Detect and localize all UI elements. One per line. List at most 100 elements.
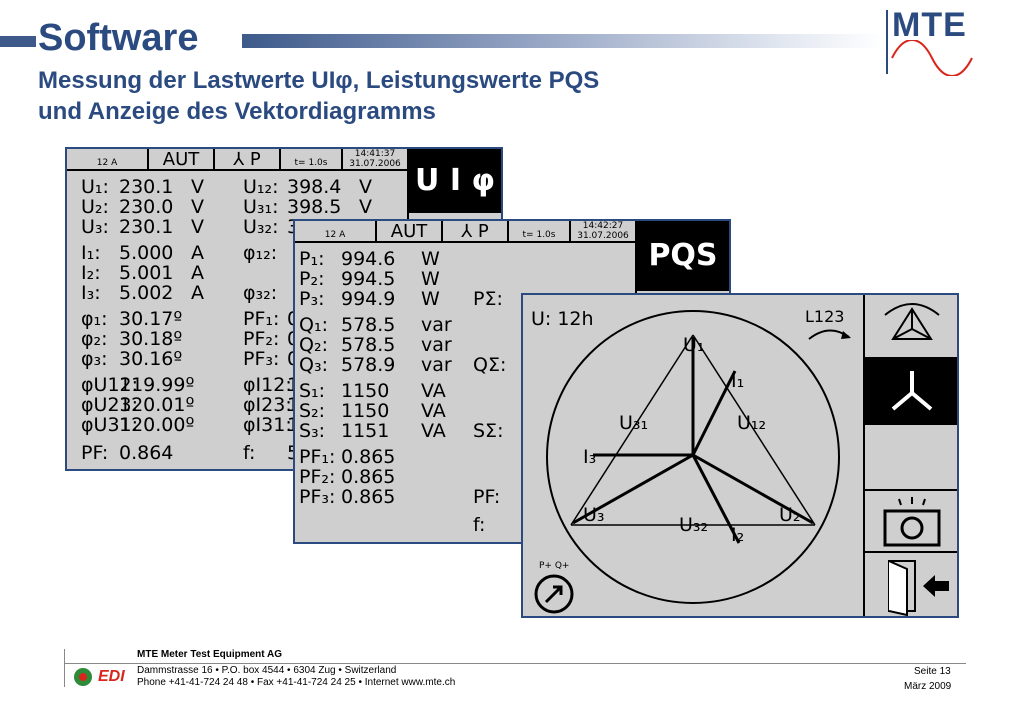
value-number: 1151	[341, 420, 390, 442]
wiring-mode: ⅄ P	[215, 149, 281, 171]
value-label: φ₁:	[81, 308, 108, 330]
value-label: f:	[473, 514, 486, 536]
mte-logo: MTE	[892, 6, 967, 44]
value-unit: A	[191, 242, 204, 264]
value-label: φ₂:	[81, 328, 108, 350]
value-unit: V	[359, 176, 372, 198]
value-label: PF₃:	[243, 348, 280, 370]
value-label: P₂:	[299, 268, 325, 290]
value-label: PF:	[473, 486, 501, 508]
footer-page: Seite 13	[914, 666, 951, 677]
value-label: U₃:	[81, 216, 109, 238]
value-unit: var	[421, 334, 452, 356]
value-label: PΣ:	[473, 288, 503, 310]
value-unit: var	[421, 354, 452, 376]
value-number: 398.4	[287, 176, 342, 198]
value-label: P₃:	[299, 288, 325, 310]
mode-auto: AUT	[149, 149, 215, 171]
label-i1: I₁	[731, 370, 745, 392]
value-number: 230.0	[119, 196, 174, 218]
label-i2: I₂	[731, 524, 745, 546]
value-label: φ₃:	[81, 348, 108, 370]
value-unit: V	[191, 176, 204, 198]
value-label: Q₁:	[299, 314, 328, 336]
value-number: 578.5	[341, 314, 396, 336]
value-label: U₁₂:	[243, 176, 279, 198]
value-unit: W	[421, 288, 440, 310]
value-unit: W	[421, 268, 440, 290]
value-number: 1150	[341, 380, 390, 402]
value-unit: A	[191, 262, 204, 284]
pqs-button[interactable]: PQS	[635, 221, 729, 291]
integration-time: t= 1.0s	[509, 221, 571, 243]
value-number: 578.9	[341, 354, 396, 376]
value-number: 578.5	[341, 334, 396, 356]
value-number: 5.001	[119, 262, 174, 284]
camera-button[interactable]	[865, 489, 957, 553]
value-label: PF₂:	[243, 328, 280, 350]
value-label: SΣ:	[473, 420, 504, 442]
value-label: φI31:	[243, 414, 292, 436]
camera-icon	[883, 497, 941, 547]
value-label: φ₁₂:	[243, 242, 278, 264]
value-label: U₂:	[81, 196, 109, 218]
label-u12: U₁₂	[737, 412, 767, 434]
label-u31: U₃₁	[619, 412, 649, 434]
value-label: φU23:	[81, 394, 139, 416]
exit-button[interactable]	[865, 553, 957, 616]
value-label: φI12:	[243, 374, 292, 396]
value-number: 0.864	[119, 442, 174, 464]
value-label: U₃₂:	[243, 216, 279, 238]
value-label: Q₂:	[299, 334, 328, 356]
value-label: S₂:	[299, 400, 326, 422]
screen-vector: U: 12h L123 U₁ I₁ U₃₁ U₁₂ I₃ U₃ U₂ U₃₂ I…	[521, 293, 959, 618]
phase-triangle-icon	[884, 303, 940, 340]
integration-time: t= 1.0s	[281, 149, 343, 171]
logo-divider	[886, 10, 888, 74]
value-number: 1150	[341, 400, 390, 422]
range-indicator: 12 A	[67, 149, 149, 171]
label-u3: U₃	[583, 504, 605, 526]
value-label: PF₂:	[299, 466, 336, 488]
value-label: φU31:	[81, 414, 139, 436]
value-label: f:	[243, 442, 256, 464]
value-unit: A	[191, 282, 204, 304]
value-label: P₁:	[299, 248, 325, 270]
value-number: 5.000	[119, 242, 174, 264]
value-unit: V	[191, 196, 204, 218]
mode-auto: AUT	[377, 221, 443, 243]
footer-divider	[64, 663, 966, 664]
footer-date: März 2009	[904, 681, 952, 692]
value-number: 5.002	[119, 282, 174, 304]
vector-star-button[interactable]	[865, 359, 957, 425]
value-label: S₁:	[299, 380, 326, 402]
slide-subtitle-2: und Anzeige des Vektordiagramms	[38, 98, 436, 125]
edi-logo: EDI	[98, 668, 125, 685]
value-number: 0.865	[341, 486, 396, 508]
label-u32: U₃₂	[679, 514, 709, 536]
phase-sequence-button[interactable]	[865, 295, 957, 359]
value-label: I₂:	[81, 262, 101, 284]
uiphi-button[interactable]: U I φ	[407, 149, 501, 213]
value-number: 398.5	[287, 196, 342, 218]
value-label: I₃:	[81, 282, 101, 304]
rotation-arrow-icon	[808, 329, 851, 340]
quadrant-arrow-icon[interactable]	[533, 573, 575, 615]
value-number: 230.1	[119, 216, 174, 238]
value-unit: VA	[421, 380, 446, 402]
value-label: S₃:	[299, 420, 326, 442]
value-label: QΣ:	[473, 354, 507, 376]
value-number: 30.17º	[119, 308, 183, 330]
value-label: φU12:	[81, 374, 139, 396]
value-number: 230.1	[119, 176, 174, 198]
pq-label: P+ Q+	[539, 561, 570, 571]
label-i3: I₃	[583, 446, 597, 468]
value-label: I₁:	[81, 242, 101, 264]
value-number: 994.6	[341, 248, 396, 270]
scale-label: U: 12h	[531, 308, 594, 330]
value-label: Q₃:	[299, 354, 328, 376]
star-vector-icon	[891, 371, 933, 411]
